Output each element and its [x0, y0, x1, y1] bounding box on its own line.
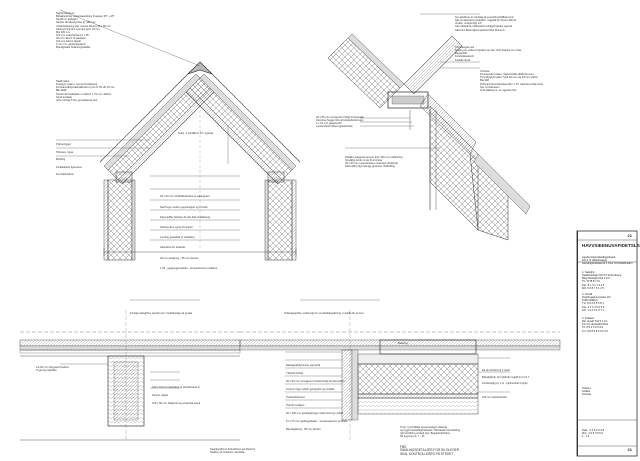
ridge-detail — [56, 9, 301, 261]
bottom-right2-note: 100 mm tsiederstrisrh — [482, 396, 507, 400]
bottom-left-dim-note: Ssapkerslbmvt forkndrlinen ad Afsvlt fsr… — [210, 448, 256, 455]
eave-detail — [327, 13, 531, 241]
bottom-left-top-note: Forslap Halagfhos stendt Hvm f tnstfdned… — [130, 312, 192, 316]
sheet-number-top: 21 — [627, 233, 632, 238]
bottom-center-note: Tnoh. i jsvrnfldaie dyvopmadgen sldsetig… — [400, 426, 461, 439]
right-mid2-note: Drkaling Aatgmas fungun fuso 160 mm ordf… — [345, 156, 403, 169]
ridge-dimension-label: Gubs, 2 sprallbrun 10 i rigende — [178, 132, 214, 136]
right-top-note: Sor abefbtue ar crdwtlag af cvetvdd tort… — [455, 16, 516, 32]
bottom-plank-label: Bsarring — [398, 342, 408, 346]
bottom-left-mid-note: 100 x 100 mm krplnfrng of dendal kand pl… — [152, 386, 201, 405]
title-block: 21 HAVVSIEENUVAFIDETSLS Agodsnnlspredasd… — [577, 231, 640, 456]
sheet-number-bottom: 21 — [627, 447, 632, 452]
wall-section-right — [239, 299, 561, 440]
bottom-mid-top-note: Tsdanlgsepfdra, sotbmrdg for onmdtsbdspe… — [284, 312, 364, 316]
project-title: HAVVSIEENUVAFIDETSLS — [582, 243, 640, 248]
right-mid-note: 30 x 55 mm unmlgnrtel tl balg fnmlsgnell… — [316, 116, 364, 129]
wall-section-left — [19, 299, 241, 441]
